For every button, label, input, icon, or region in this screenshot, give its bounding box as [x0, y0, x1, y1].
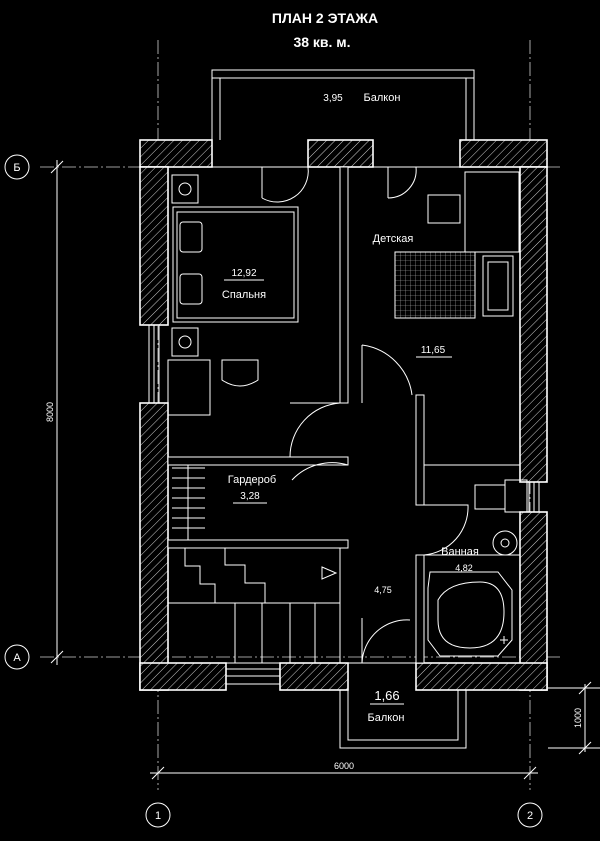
- bedroom-name: Спальня: [222, 289, 266, 301]
- dimension-height: 8000: [45, 160, 64, 665]
- axis-marker-2: 2: [517, 802, 543, 828]
- axis-marker-1: 1: [145, 802, 171, 828]
- wardrobe-area: 3,28: [240, 491, 260, 502]
- plan-title: ПЛАН 2 ЭТАЖА: [272, 10, 378, 26]
- plan-total-area: 38 кв. м.: [293, 34, 350, 50]
- svg-text:А: А: [13, 652, 21, 664]
- exterior-walls: [139, 139, 548, 691]
- axis-marker-a: А: [4, 644, 30, 670]
- bedroom-area: 12,92: [231, 268, 256, 279]
- top-balcony-name: Балкон: [364, 92, 401, 104]
- svg-text:Б: Б: [13, 162, 20, 174]
- windows: [148, 324, 540, 685]
- bottom-balcony: [339, 690, 467, 749]
- kids-room-area: 11,65: [421, 345, 446, 356]
- bedroom-furniture: [167, 174, 299, 416]
- bottom-balcony-name: Балкон: [368, 712, 405, 724]
- hall-area: 4,75: [374, 585, 392, 595]
- svg-text:1000: 1000: [573, 708, 583, 728]
- interior-walls: [167, 166, 520, 664]
- axis-marker-b: Б: [4, 154, 30, 180]
- bottom-balcony-area: 1,66: [374, 688, 399, 703]
- top-balcony: [211, 69, 475, 140]
- kids-room-name: Детская: [373, 233, 414, 245]
- top-balcony-area: 3,95: [323, 93, 343, 104]
- kids-room-furniture: [394, 171, 520, 319]
- wardrobe-rails: [172, 465, 205, 540]
- dimension-width: 6000: [150, 761, 538, 780]
- bathroom-fixtures: [427, 479, 528, 657]
- svg-text:6000: 6000: [334, 761, 354, 771]
- doors: [261, 166, 469, 664]
- staircase: [167, 547, 341, 664]
- svg-text:1: 1: [155, 810, 161, 822]
- bathroom-name: Ванная: [441, 546, 479, 558]
- wardrobe-name: Гардероб: [228, 474, 276, 486]
- bathroom-area: 4,82: [455, 563, 473, 573]
- dimension-balcony-depth: 1000: [548, 681, 600, 755]
- svg-text:2: 2: [527, 810, 533, 822]
- svg-text:8000: 8000: [45, 402, 55, 422]
